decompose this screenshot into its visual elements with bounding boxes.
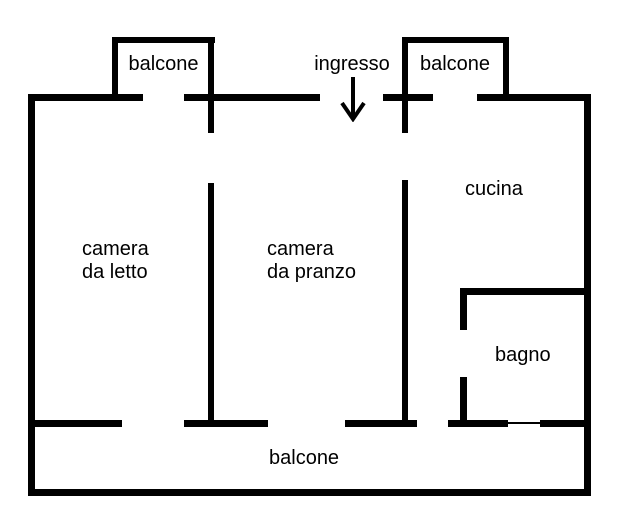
wall-top-segment-2 — [184, 94, 320, 101]
wall-bathroom-top — [460, 288, 591, 295]
wall-bottom-int-2 — [184, 420, 268, 427]
wall-balcony-tl-top — [112, 37, 215, 43]
wall-dining-kitchen — [402, 180, 408, 426]
label-bathroom: bagno — [495, 344, 551, 366]
wall-balcony-tr-left — [402, 37, 408, 133]
wall-bottom-int-4 — [448, 420, 508, 427]
entrance-arrow-icon — [340, 77, 366, 122]
label-dining-room: camera da pranzo — [267, 238, 356, 283]
wall-balcony-tl-right — [208, 37, 214, 133]
wall-outer-right — [584, 94, 591, 496]
wall-balcony-tl-left — [112, 37, 118, 101]
wall-top-segment-3 — [383, 94, 433, 101]
wall-bottom-int-3 — [345, 420, 417, 427]
wall-bathroom-left-lower — [460, 377, 467, 426]
wall-bottom-int-5 — [540, 420, 591, 427]
label-bedroom: camera da letto — [82, 238, 149, 283]
wall-outer-left — [28, 94, 35, 496]
label-balcony-bottom: balcone — [269, 447, 340, 469]
wall-bottom-int-window — [508, 422, 540, 424]
label-kitchen: cucina — [465, 178, 523, 200]
wall-bathroom-left-upper — [460, 288, 467, 330]
wall-top-segment-1 — [28, 94, 143, 101]
wall-bottom-int-1 — [28, 420, 122, 427]
wall-balcony-tr-right — [503, 37, 509, 101]
wall-bedroom-dining — [208, 183, 214, 426]
label-balcony-top-right: balcone — [419, 53, 491, 75]
wall-top-segment-4 — [477, 94, 591, 101]
wall-outer-bottom — [28, 489, 591, 496]
wall-balcony-tr-top — [402, 37, 509, 43]
label-entrance: ingresso — [314, 53, 390, 75]
label-balcony-top-left: balcone — [128, 53, 199, 75]
